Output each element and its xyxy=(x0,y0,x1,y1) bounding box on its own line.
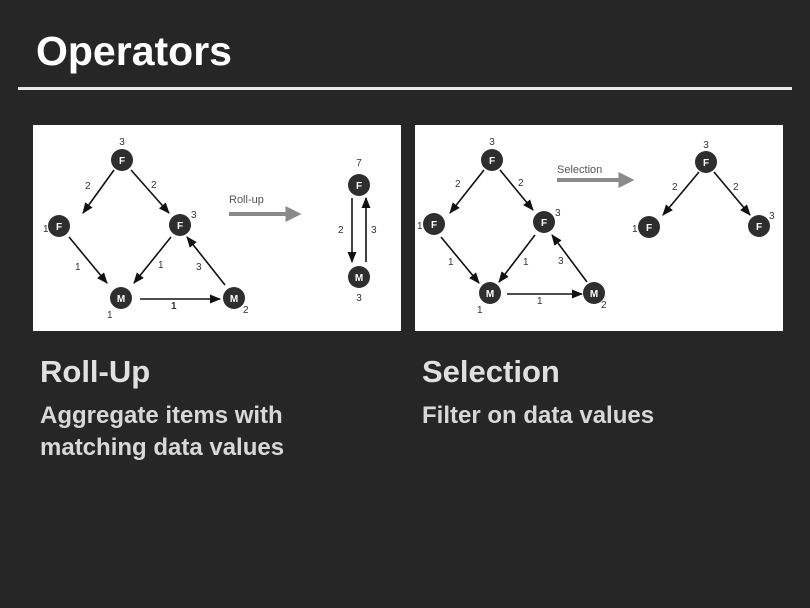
weight-mright-fright: 3 xyxy=(196,262,202,273)
sel-edge-ftop-fleft xyxy=(449,169,485,214)
weight-ftop-fleft: 2 xyxy=(85,181,91,192)
node-after-f: F 7 xyxy=(348,158,370,196)
sel-node-m-right-label: M xyxy=(590,289,598,300)
node-f-left-count: 1 xyxy=(43,224,49,235)
selection-operator-label: Selection xyxy=(557,164,602,176)
rollup-diagram-panel: 2 2 1 1 3 1 F 3 F 1 F 3 M 1 M 2 xyxy=(33,125,401,331)
selection-description-line-1: Filter on data values xyxy=(422,402,655,429)
node-f-right: F 3 xyxy=(169,210,197,236)
rollup-diagram: 2 2 1 1 3 1 F 3 F 1 F 3 M 1 M 2 xyxy=(43,137,377,321)
edge-mright-fright xyxy=(186,236,226,286)
node-f-top: F 3 xyxy=(111,137,133,171)
weight-after-f-m: 2 xyxy=(338,225,344,236)
node-m-left: M 1 xyxy=(107,287,132,321)
node-f-right-count: 3 xyxy=(191,210,197,221)
node-m-left-label: M xyxy=(117,294,125,305)
sel-node-m-left-count: 1 xyxy=(477,305,483,316)
node-m-right: M 2 xyxy=(223,287,249,316)
selection-diagram-panel: 2 2 1 1 3 1 F 3 F 1 F 3 M 1 M 2 xyxy=(415,125,783,331)
node-after-m-count: 3 xyxy=(356,293,362,304)
weight-mleft-mright: 1 xyxy=(171,301,177,312)
sel-after-node-f-right-label: F xyxy=(756,222,762,233)
sel-node-f-top: F 3 xyxy=(481,137,503,171)
weight-fright-mleft: 1 xyxy=(158,260,164,271)
rollup-operator-label: Roll-up xyxy=(229,194,264,206)
sel-after-weight-ftop-fleft: 2 xyxy=(672,182,678,193)
selection-diagram: 2 2 1 1 3 1 F 3 F 1 F 3 M 1 M 2 xyxy=(417,137,775,316)
node-after-f-label: F xyxy=(356,181,362,192)
selection-heading: Selection xyxy=(422,354,560,389)
sel-after-node-f-left-count: 1 xyxy=(632,224,638,235)
sel-after-node-f-right-count: 3 xyxy=(769,211,775,222)
sel-edge-ftop-fright xyxy=(499,169,534,211)
edge-ftop-fright xyxy=(130,169,170,214)
node-f-right-label: F xyxy=(177,221,183,232)
sel-edge-fleft-mleft xyxy=(440,236,480,284)
node-m-right-label: M xyxy=(230,294,238,305)
edge-ftop-fleft xyxy=(82,169,115,214)
sel-weight-ftop-fright: 2 xyxy=(518,178,524,189)
selection-description: Filter on data values xyxy=(422,400,762,432)
sel-edge-fright-mleft xyxy=(498,234,536,283)
sel-weight-fright-mleft: 1 xyxy=(523,257,529,268)
sel-edge-mright-fright xyxy=(551,234,588,283)
sel-node-m-right-count: 2 xyxy=(601,300,607,311)
sel-node-f-right: F 3 xyxy=(533,208,561,233)
sel-after-node-f-left-label: F xyxy=(646,223,652,234)
node-m-right-count: 2 xyxy=(243,305,249,316)
title-divider xyxy=(18,87,792,90)
node-f-top-label: F xyxy=(119,156,125,167)
sel-node-f-left-label: F xyxy=(431,220,437,231)
node-after-f-count: 7 xyxy=(356,158,362,169)
node-after-m-label: M xyxy=(355,273,363,284)
slide-title: Operators xyxy=(36,28,232,74)
sel-after-node-f-right: F 3 xyxy=(748,211,775,237)
sel-weight-mleft-mright: 1 xyxy=(537,296,543,307)
sel-after-node-f-left: F 1 xyxy=(632,216,660,238)
sel-node-f-right-label: F xyxy=(541,218,547,229)
weight-ftop-fright: 2 xyxy=(151,180,157,191)
sel-node-f-left: F 1 xyxy=(417,213,445,235)
sel-node-f-top-count: 3 xyxy=(489,137,495,148)
sel-node-m-right: M 2 xyxy=(583,282,607,311)
weight-fleft-mleft: 1 xyxy=(75,262,81,273)
sel-weight-mright-fright: 3 xyxy=(558,256,564,267)
sel-weight-fleft-mleft: 1 xyxy=(448,257,454,268)
sel-after-node-f-top-label: F xyxy=(703,158,709,169)
sel-after-weight-ftop-fright: 2 xyxy=(733,182,739,193)
sel-weight-ftop-fleft: 2 xyxy=(455,179,461,190)
rollup-description-line-1: Aggregate items with xyxy=(40,402,283,429)
sel-node-m-left-label: M xyxy=(486,289,494,300)
node-f-left-label: F xyxy=(56,222,62,233)
sel-after-node-f-top: F 3 xyxy=(695,140,717,173)
sel-after-edge-ftop-fright xyxy=(713,171,751,216)
edge-fright-mleft xyxy=(133,236,172,284)
sel-node-f-right-count: 3 xyxy=(555,208,561,219)
node-f-left: F 1 xyxy=(43,215,70,237)
rollup-heading: Roll-Up xyxy=(40,354,151,389)
rollup-description-line-2: matching data values xyxy=(40,434,285,461)
weight-after-m-f: 3 xyxy=(371,225,377,236)
node-m-left-count: 1 xyxy=(107,310,113,321)
node-after-m: M 3 xyxy=(348,266,370,304)
sel-node-m-left: M 1 xyxy=(477,282,501,316)
sel-node-f-left-count: 1 xyxy=(417,221,423,232)
sel-after-node-f-top-count: 3 xyxy=(703,140,709,151)
sel-after-edge-ftop-fleft xyxy=(662,171,700,216)
node-f-top-count: 3 xyxy=(119,137,125,148)
rollup-description: Aggregate items with matching data value… xyxy=(40,400,380,464)
sel-node-f-top-label: F xyxy=(489,156,495,167)
edge-fleft-mleft xyxy=(68,236,108,284)
